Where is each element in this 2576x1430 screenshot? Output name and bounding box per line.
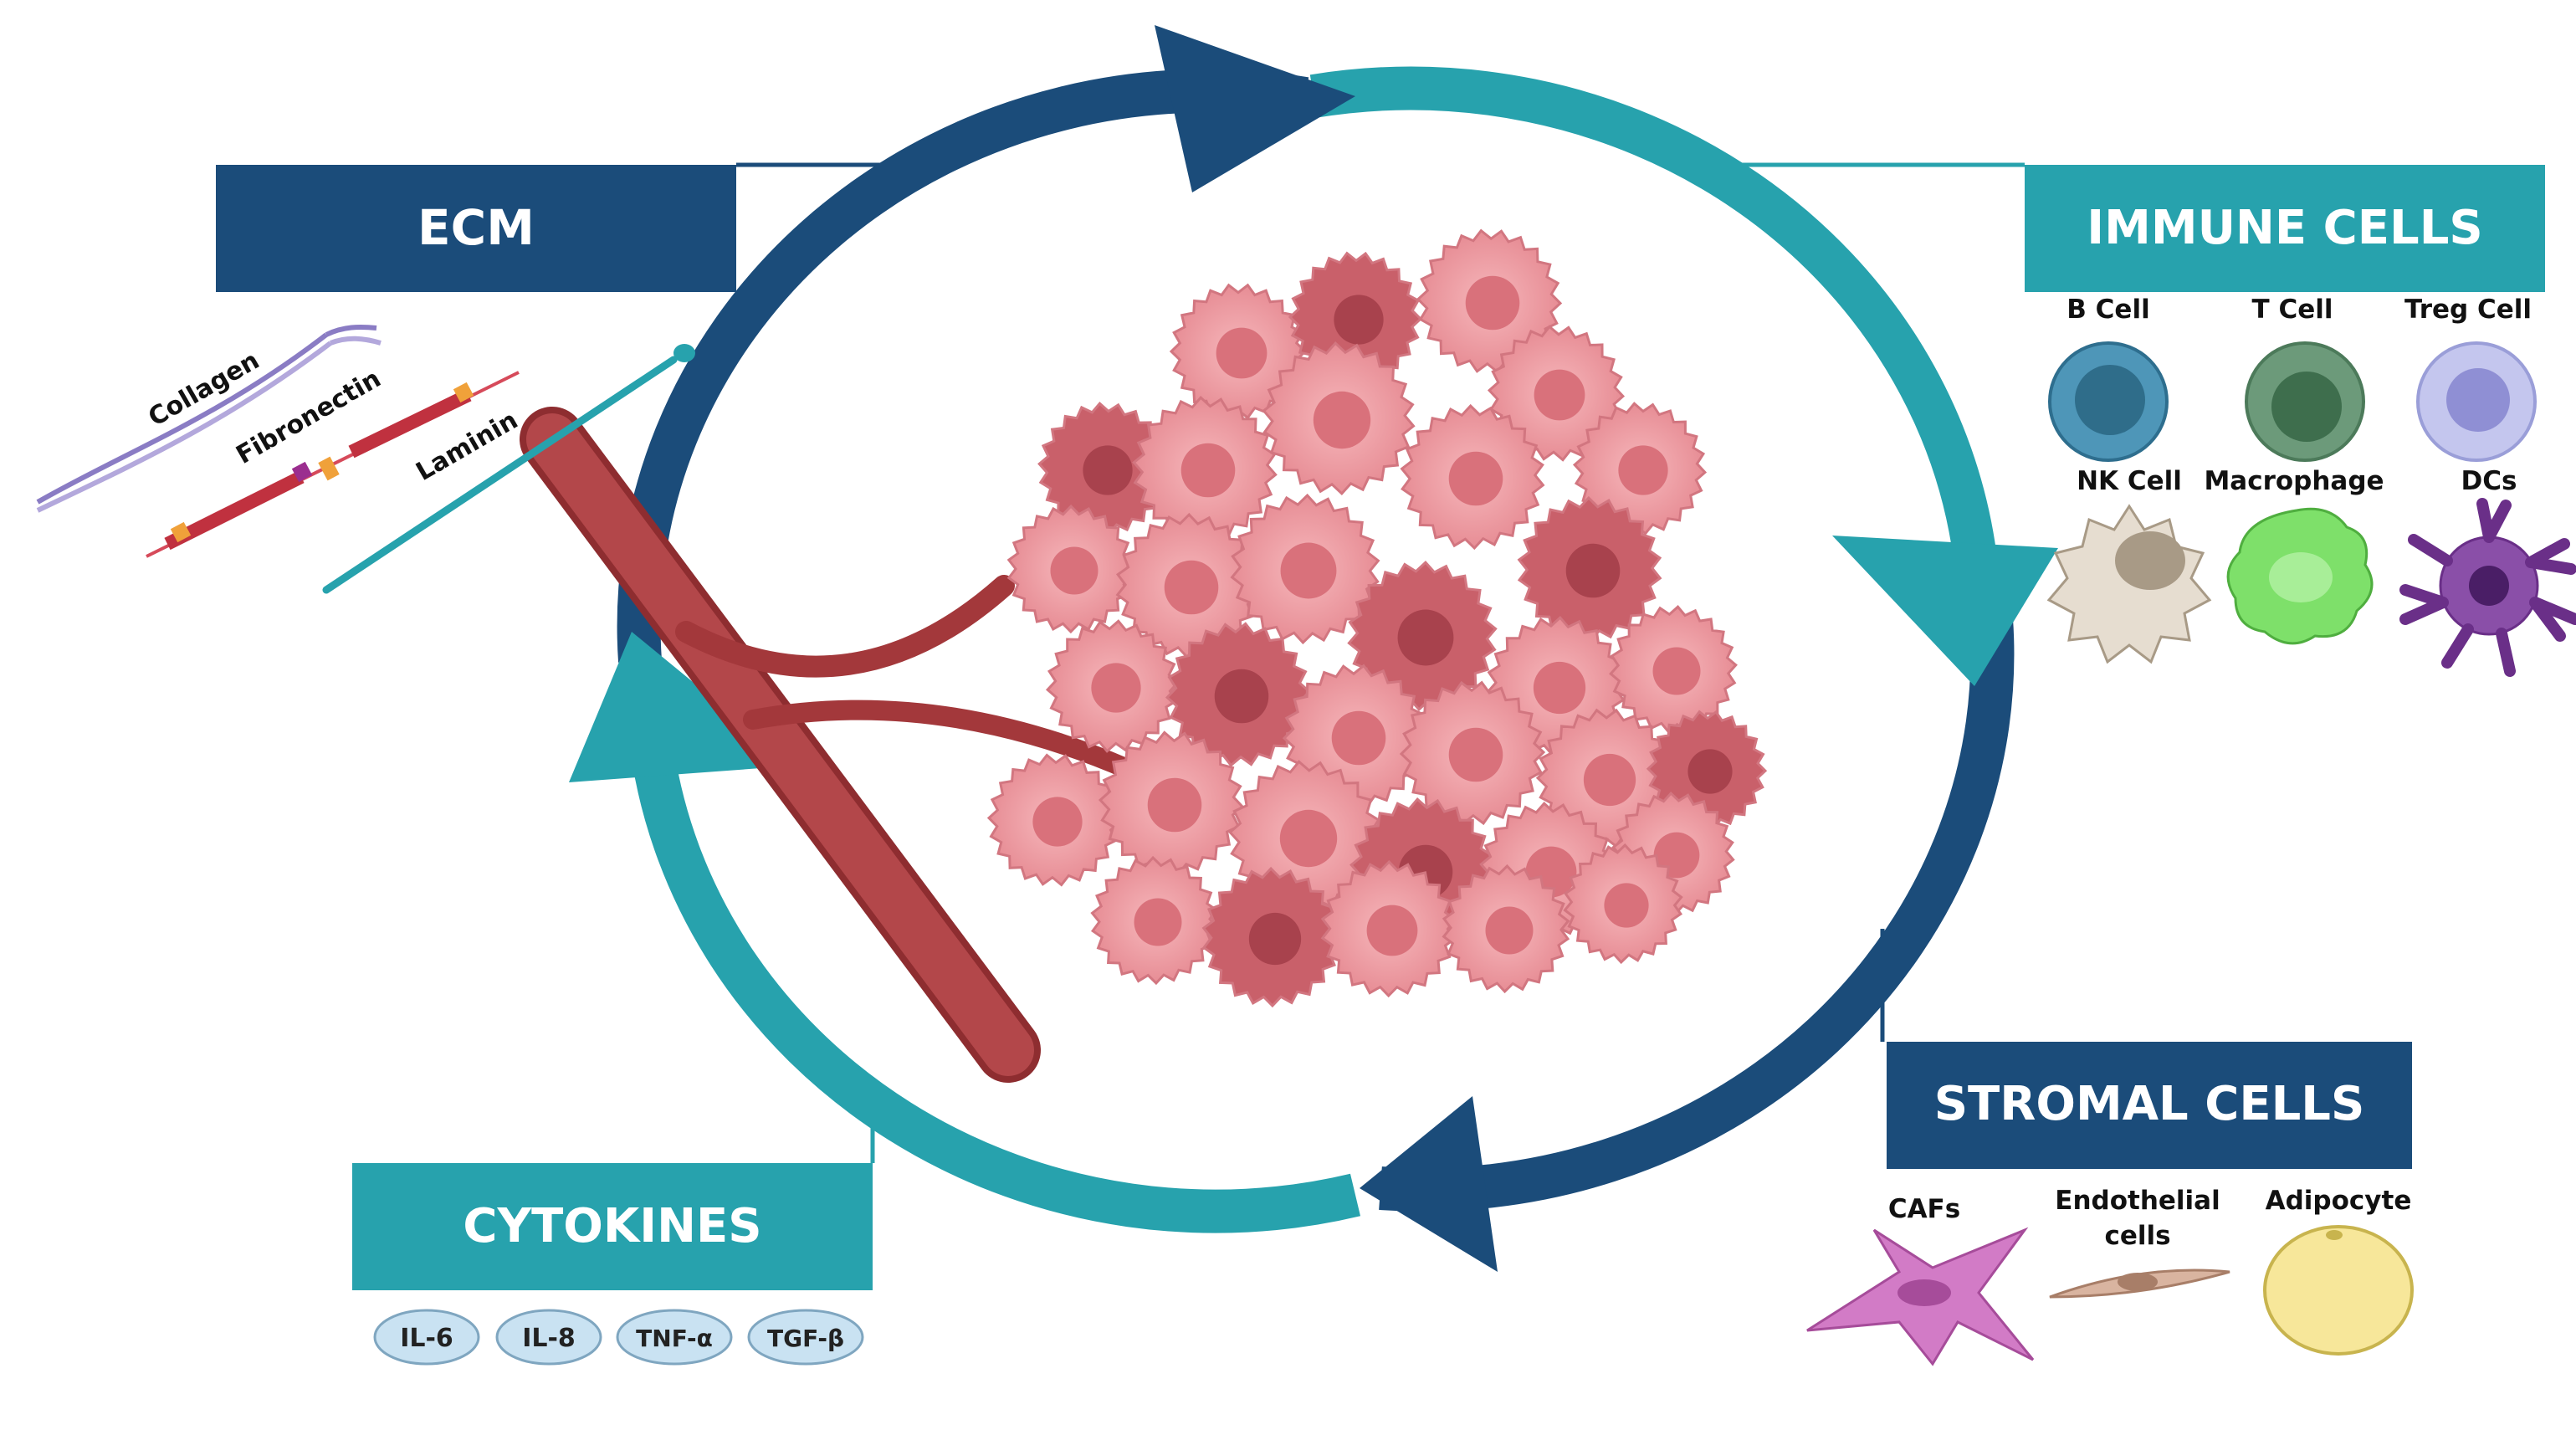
tumor-cell-nucleus	[1248, 912, 1302, 966]
stromal-title-box	[1887, 1042, 2412, 1169]
il6-label: IL-6	[400, 1324, 453, 1353]
cytokines-title-box	[352, 1163, 873, 1290]
endothelial-label-2: cells	[2104, 1221, 2170, 1251]
tumor-cell-nucleus	[1465, 275, 1520, 331]
cycle-arc-top-right	[1309, 66, 1996, 556]
arrowhead-top	[1155, 25, 1355, 192]
cafs-icon	[1806, 1227, 2035, 1366]
tumor-cell-nucleus	[1334, 295, 1384, 345]
tumor-cell-nucleus	[1397, 609, 1454, 666]
cycle-arrowheads	[569, 25, 2058, 1272]
endothelial-label: Endothelial	[2055, 1186, 2220, 1216]
treg-cell-label: Treg Cell	[2404, 295, 2532, 325]
blood-vessel	[520, 407, 1139, 1083]
collagen-icon	[36, 325, 382, 513]
macrophage-label: Macrophage	[2204, 466, 2384, 496]
cycle-arc-bottom-left	[631, 749, 1361, 1233]
tumor-cell-nucleus	[1687, 749, 1733, 794]
b-cell-label: B Cell	[2066, 295, 2149, 325]
tumor-cell-nucleus	[1331, 710, 1386, 766]
tumor-cell-nucleus	[1652, 647, 1701, 695]
tumor-cell-nucleus	[1180, 443, 1236, 498]
tumor-cell-nucleus	[1279, 809, 1338, 868]
tumor-cell-nucleus	[1032, 797, 1083, 847]
tnfa-label: TNF-α	[636, 1325, 713, 1352]
macrophage-icon	[2226, 507, 2374, 645]
tumor-cell-nucleus	[1214, 669, 1269, 724]
tumor-cluster	[986, 228, 1768, 1008]
cafs-label: CAFs	[1888, 1194, 1960, 1224]
tumor-cell-nucleus	[1280, 542, 1337, 599]
treg-cell-icon	[2416, 341, 2537, 462]
tumor-cell-nucleus	[1485, 906, 1534, 955]
stromal-title: STROMAL CELLS	[1934, 1077, 2365, 1131]
tumor-cell-nucleus	[1534, 369, 1585, 421]
tumor-cell-nucleus	[1618, 445, 1668, 495]
cycle-arc-top-left	[617, 69, 1309, 663]
dcs-label: DCs	[2461, 466, 2517, 496]
tumor-cell-nucleus	[1091, 663, 1141, 713]
cytokines-panel: CYTOKINES IL-6 IL-8 TNF-α TGF-β	[352, 1163, 873, 1366]
tumor-cell-nucleus	[1050, 546, 1099, 595]
tumor-cell-nucleus	[1083, 445, 1133, 495]
tumor-cell-nucleus	[1565, 543, 1621, 598]
t-cell-label: T Cell	[2252, 295, 2333, 325]
nk-cell-icon	[2046, 504, 2212, 664]
nk-cell-label: NK Cell	[2077, 466, 2182, 496]
cytokine-tgfb: TGF-β	[747, 1309, 864, 1366]
immune-title: IMMUNE CELLS	[2087, 201, 2482, 255]
il8-label: IL-8	[522, 1324, 576, 1353]
fibronectin-label: Fibronectin	[232, 364, 387, 470]
vessel-trunk	[526, 413, 1034, 1076]
vessel-branch-upper	[675, 575, 1015, 678]
arrowhead-bottom	[1360, 1096, 1498, 1272]
cytokine-il8: IL-8	[495, 1309, 602, 1366]
adipocyte-icon	[2263, 1225, 2414, 1356]
tumor-cell-nucleus	[1533, 661, 1586, 715]
adipocyte-label: Adipocyte	[2266, 1186, 2412, 1216]
tumor-cell-nucleus	[1164, 560, 1219, 615]
t-cell-icon	[2245, 341, 2365, 462]
stromal-panel: STROMAL CELLS CAFs Endothelial cells Adi…	[1806, 1042, 2414, 1366]
tumor-cell-nucleus	[1604, 883, 1649, 928]
arrowhead-right	[1832, 536, 2058, 686]
vessel-branch-middle	[743, 700, 1139, 780]
tgfb-label: TGF-β	[767, 1325, 844, 1352]
cycle-arc-bottom-right	[1379, 618, 2015, 1212]
tumor-cell-nucleus	[1147, 777, 1202, 833]
fibronectin-icon	[146, 371, 520, 558]
cycle-arrows	[617, 66, 2015, 1233]
immune-title-box	[2025, 165, 2545, 292]
cytokine-tnfa: TNF-α	[616, 1309, 733, 1366]
cytokines-title: CYTOKINES	[463, 1199, 761, 1253]
endothelial-cell-icon	[2049, 1269, 2230, 1299]
immune-panel: IMMUNE CELLS B Cell T Cell Treg Cell NK …	[2025, 165, 2576, 677]
tumor-cell-nucleus	[1448, 451, 1503, 506]
tumor-cell-nucleus	[1583, 753, 1636, 807]
tumor-cell-nucleus	[1366, 905, 1418, 956]
dcs-icon	[2399, 498, 2576, 677]
cytokine-il6: IL-6	[373, 1309, 480, 1366]
arrowhead-left	[569, 632, 795, 782]
laminin-icon	[322, 344, 695, 594]
b-cell-icon	[2048, 341, 2169, 462]
tumor-cell-nucleus	[1216, 327, 1268, 379]
tumor-cell-nucleus	[1134, 898, 1182, 946]
tumor-cell-nucleus	[1313, 391, 1371, 449]
ecm-title-box	[216, 165, 736, 292]
tumor-cell-nucleus	[1448, 727, 1503, 782]
ecm-title: ECM	[417, 199, 535, 256]
